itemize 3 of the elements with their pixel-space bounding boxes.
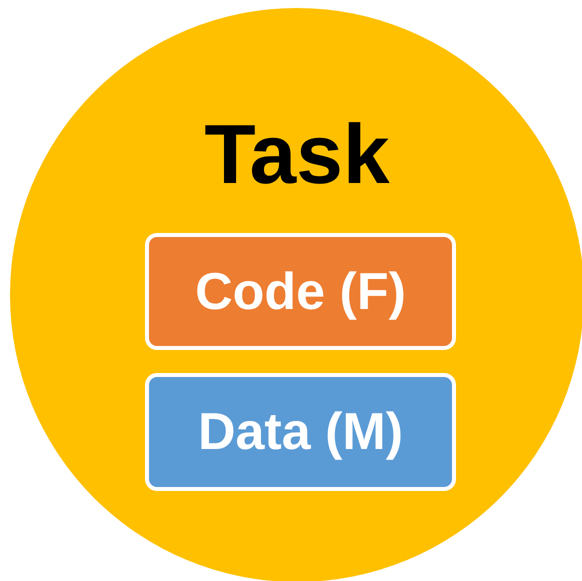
- circle-title: Task: [203, 108, 391, 200]
- label-box: Data (M): [145, 373, 456, 491]
- label-box: Code (F): [145, 233, 456, 350]
